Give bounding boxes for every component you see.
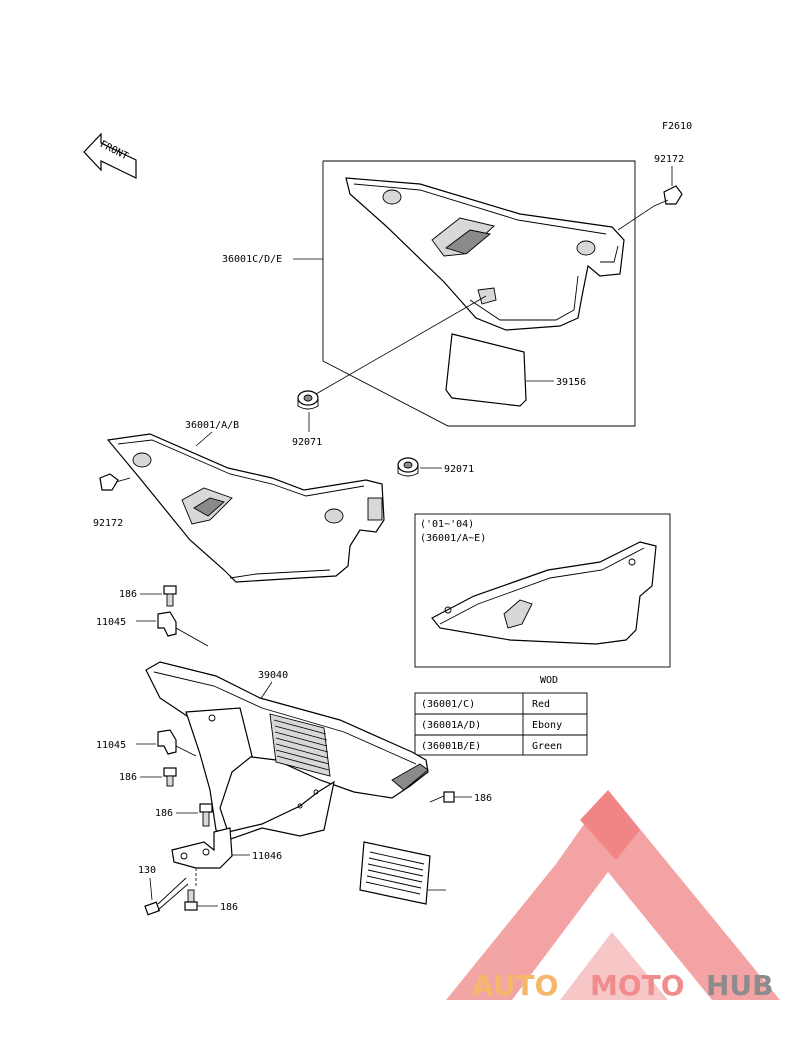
watermark-word-a: AUTO [472,969,558,1002]
color-table-title: WOD [540,675,558,686]
bolt-186-b [163,767,177,787]
bolt-186-d [199,803,213,827]
row-2-color: Ebony [532,720,562,731]
ref-label-plate [359,841,431,905]
label-11045-a: 11045 [96,617,126,628]
side-cover-upper [345,177,625,331]
bracket-11045-a [157,611,209,647]
row-3-color: Green [532,741,562,752]
label-11045-b: 11045 [96,740,126,751]
bolt-92172-left [99,473,131,491]
bolt-186-e [184,889,198,911]
label-186-a: 186 [119,589,137,600]
label-36001ab: 36001/A/B [185,420,239,431]
label-92172-top: 92172 [654,154,684,165]
bolt-186-right [429,791,455,803]
label-39040: 39040 [258,670,288,681]
label-92071-left: 92071 [292,437,322,448]
label-92071-right: 92071 [444,464,474,475]
bolt-92172-top [653,185,683,207]
inset-models: (36001/A~E) [420,533,486,544]
guard-ribs [269,713,331,777]
figure-code: F2610 [662,121,692,132]
inset-years: ('01~'04) [420,519,474,530]
pad-39156 [445,333,527,407]
label-130: 130 [138,865,156,876]
label-92172-left: 92172 [93,518,123,529]
bolt-186-a [163,585,177,607]
bracket-11046 [171,827,233,869]
grommet-92071-right [397,457,419,477]
label-186-b: 186 [119,772,137,783]
row-1-part: (36001/C) [421,699,475,710]
color-table: WOD (36001/C) Red (36001A/D) Ebony (3600… [414,675,588,756]
label-186-d: 186 [155,808,173,819]
label-39156: 39156 [556,377,586,388]
front-arrow-icon: FRONT [83,132,137,179]
bracket-11045-b [157,729,197,757]
grommet-92071-left [297,390,319,410]
upper-cover-box [322,160,636,427]
bolt-130 [144,877,189,916]
label-11046: 11046 [252,851,282,862]
inset-box: ('01~'04) (36001/A~E) [414,513,671,668]
label-186-e: 186 [220,902,238,913]
label-36001cde: 36001C/D/E [222,254,282,265]
watermark-word-c: HUB [706,969,774,1002]
chain-guard [145,661,429,841]
label-186-c: 186 [474,793,492,804]
side-cover-lower [106,433,385,583]
watermark-logo [446,790,780,1000]
row-1-color: Red [532,699,550,710]
row-2-part: (36001A/D) [421,720,481,731]
watermark-word-b: MOTO [590,969,685,1002]
row-3-part: (36001B/E) [421,741,481,752]
